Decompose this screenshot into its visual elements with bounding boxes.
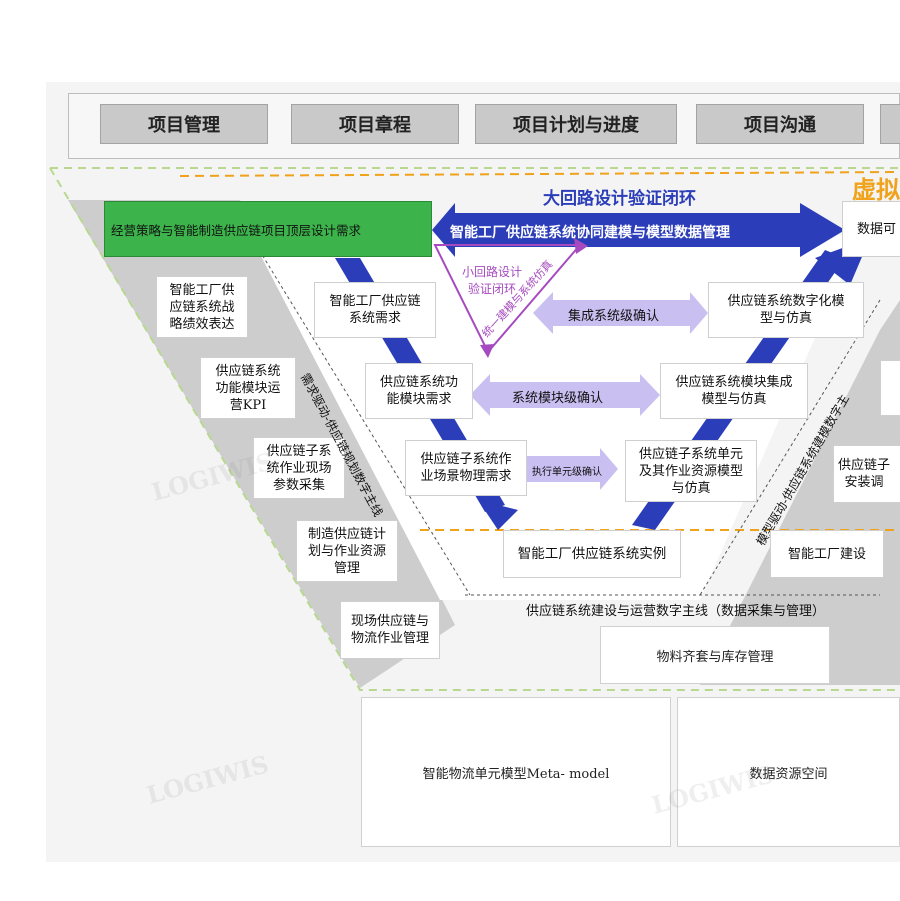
left-box-planning: 制造供应链计 划与作业资源 管理	[296, 520, 398, 582]
left-box-strategy: 智能工厂供 应链系统战 略绩效表达	[156, 276, 248, 338]
confirm-label-module: 系统模块级确认	[512, 391, 604, 406]
blue-down-arrowhead	[478, 500, 518, 530]
confirm-arrow-3	[503, 448, 618, 490]
small-loop-arrowhead-1	[574, 238, 588, 254]
orange-dashed-top	[179, 171, 900, 177]
digital-thread-label: 供应链系统建设与运营数字主线（数据采集与管理）	[526, 604, 826, 619]
left-box-kpi: 供应链系统 功能模块运 营KPI	[200, 357, 296, 419]
v-left-box-system-req: 智能工厂供应链 系统需求	[314, 282, 436, 338]
big-loop-title: 大回路设计验证闭环	[543, 189, 696, 209]
meta-model-box: 智能物流单元模型Meta- model	[361, 697, 671, 847]
confirm-label-unit: 执行单元级确认	[532, 467, 602, 478]
outer-dashed-left	[49, 167, 900, 691]
small-loop-arrowhead-2	[480, 344, 494, 358]
left-box-params: 供应链子系 统作业现场 参数采集	[253, 437, 345, 499]
top-arrow-label: 智能工厂供应链系统协同建模与模型数据管理	[450, 225, 730, 241]
material-box: 物料齐套与库存管理	[600, 626, 830, 684]
v-right-box-module-model: 供应链系统模块集成 模型与仿真	[660, 363, 808, 419]
right-box-factory-build: 智能工厂建设	[770, 530, 884, 578]
small-loop-label: 小回路设计 验证闭环	[462, 265, 523, 296]
top-double-arrow	[432, 203, 845, 257]
right-box-partial	[880, 360, 900, 416]
v-bottom-instance-box: 智能工厂供应链系统实例	[503, 530, 681, 578]
v-right-box-digital-model: 供应链系统数字化模 型与仿真	[708, 282, 864, 338]
tab-partial[interactable]	[880, 104, 900, 144]
left-box-logistics: 现场供应链与 物流作业管理	[340, 601, 440, 659]
top-level-requirement-box: 经营策略与智能制造供应链项目顶层设计需求	[104, 201, 432, 257]
small-loop-triangle	[433, 244, 583, 354]
tab-project-plan[interactable]: 项目计划与进度	[475, 104, 677, 144]
data-space-box: 数据资源空间	[677, 697, 900, 847]
right-box-install: 供应链子 安装调	[833, 445, 900, 503]
confirm-arrow-2	[470, 374, 660, 416]
tab-project-communication[interactable]: 项目沟通	[696, 104, 864, 144]
virtual-label: 虚拟	[852, 175, 900, 204]
data-box-partial: 数据可	[842, 201, 900, 257]
right-gray-panel	[700, 300, 900, 685]
v-left-box-physical-req: 供应链子系统作 业场景物理需求	[405, 440, 527, 496]
v-left-box-module-req: 供应链系统功 能模块需求	[365, 363, 473, 419]
confirm-arrow-1	[533, 292, 708, 334]
tab-project-management[interactable]: 项目管理	[100, 104, 268, 144]
v-left-line	[249, 234, 471, 596]
confirm-label-integration: 集成系统级确认	[568, 309, 660, 324]
v-right-box-unit-model: 供应链子系统单元 及其作业资源模型 与仿真	[625, 440, 757, 502]
tab-project-charter[interactable]: 项目章程	[291, 104, 459, 144]
